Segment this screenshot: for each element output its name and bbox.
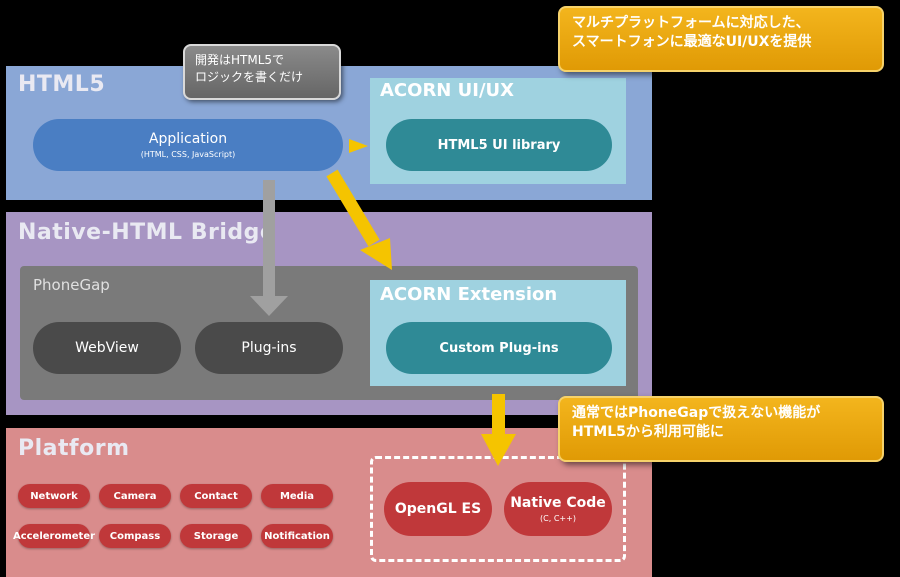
opengl-es-label: OpenGL ES xyxy=(394,501,482,517)
gray-arrow-down xyxy=(250,180,288,316)
yellow-arrow-diagonal-shaft xyxy=(326,169,380,247)
uiux-callout-line2: スマートフォンに最適なUI/UXを提供 xyxy=(572,34,812,50)
dev-note-callout: 開発はHTML5で ロジックを書くだけ xyxy=(183,44,341,100)
html5-layer-title: HTML5 xyxy=(18,72,106,97)
html5-ui-library-label: HTML5 UI library xyxy=(437,137,561,153)
bridge-layer-title: Native-HTML Bridge xyxy=(18,220,276,245)
platform-item-storage[interactable]: Storage xyxy=(180,524,252,548)
platform-layer-title: Platform xyxy=(18,436,130,461)
yellow-arrow-right xyxy=(349,139,368,153)
application-label: Application xyxy=(148,131,228,147)
native-code-sub: (C, C++) xyxy=(540,514,576,523)
platform-item-contact[interactable]: Contact xyxy=(180,484,252,508)
platform-item-notification[interactable]: Notification xyxy=(261,524,333,548)
uiux-callout-line1: マルチプラットフォームに対応した、 xyxy=(572,15,810,31)
phonegap-title: PhoneGap xyxy=(33,276,110,294)
yellow-arrow-diagonal-head xyxy=(360,238,392,270)
opengl-es-node[interactable]: OpenGL ES xyxy=(384,482,492,536)
application-sub: (HTML, CSS, JavaScript) xyxy=(140,150,236,159)
platform-item-accelerometer[interactable]: Accelerometer xyxy=(13,524,95,548)
webview-label: WebView xyxy=(75,340,139,356)
custom-plugins-node[interactable]: Custom Plug-ins xyxy=(386,322,612,374)
custom-plugins-label: Custom Plug-ins xyxy=(439,340,559,356)
dev-note-line2: ロジックを書くだけ xyxy=(195,70,304,84)
platform-item-media[interactable]: Media xyxy=(261,484,333,508)
native-code-label: Native Code xyxy=(510,495,606,511)
html5-ui-library-node[interactable]: HTML5 UI library xyxy=(386,119,612,171)
extension-callout-line2: HTML5から利用可能に xyxy=(572,424,724,440)
plugins-node[interactable]: Plug-ins xyxy=(195,322,343,374)
extension-callout: 通常ではPhoneGapで扱えない機能が HTML5から利用可能に xyxy=(558,396,884,462)
native-code-node[interactable]: Native Code (C, C++) xyxy=(504,482,612,536)
webview-node[interactable]: WebView xyxy=(33,322,181,374)
platform-item-camera[interactable]: Camera xyxy=(99,484,171,508)
yellow-arrow-down-shaft xyxy=(492,394,505,436)
extension-callout-line1: 通常ではPhoneGapで扱えない機能が xyxy=(572,405,821,421)
yellow-arrow-down-head xyxy=(481,434,516,466)
platform-item-network[interactable]: Network xyxy=(18,484,90,508)
uiux-callout: マルチプラットフォームに対応した、 スマートフォンに最適なUI/UXを提供 xyxy=(558,6,884,72)
plugins-label: Plug-ins xyxy=(241,340,297,356)
dev-note-line1: 開発はHTML5で xyxy=(195,53,285,67)
acorn-uiux-title: ACORN UI/UX xyxy=(380,80,515,101)
application-node[interactable]: Application (HTML, CSS, JavaScript) xyxy=(33,119,343,171)
platform-item-compass[interactable]: Compass xyxy=(99,524,171,548)
acorn-extension-title: ACORN Extension xyxy=(380,284,558,305)
